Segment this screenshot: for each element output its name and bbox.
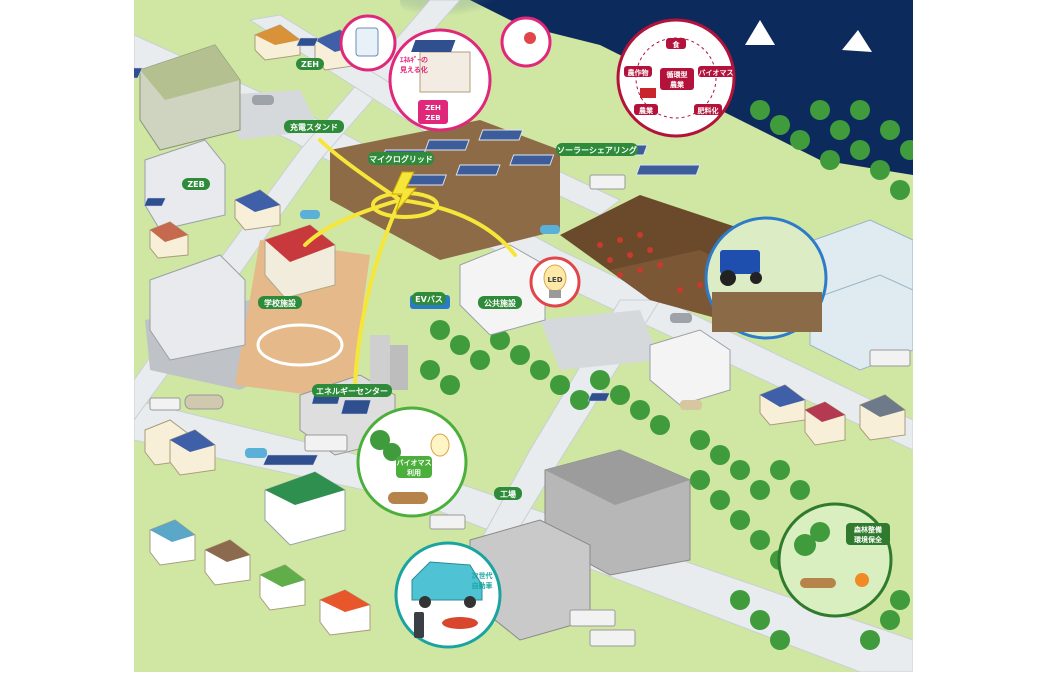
svg-text:森林整備: 森林整備 [854, 525, 882, 534]
svg-text:LED: LED [547, 276, 562, 284]
svg-text:環境保全: 環境保全 [854, 535, 883, 544]
svg-text:次世代: 次世代 [472, 571, 493, 580]
svg-text:見える化: 見える化 [399, 65, 428, 74]
label-ev-bus: EVバス [412, 292, 446, 305]
circle-next-gen-car: 次世代 自動車 [394, 541, 502, 649]
public-parking [540, 310, 660, 370]
svg-text:バイオマス: バイオマス [397, 459, 432, 467]
svg-text:農業: 農業 [639, 106, 654, 115]
svg-text:ZEB: ZEB [425, 114, 440, 122]
label-public-facility: 公共施設 [478, 296, 522, 309]
car-icon [411, 561, 483, 601]
svg-text:バイオマス: バイオマス [699, 69, 734, 77]
svg-text:食: 食 [672, 40, 681, 49]
label-school: 学校施設 [258, 296, 302, 309]
svg-text:利用: 利用 [407, 468, 421, 477]
label-zeh: ZEH [296, 58, 324, 70]
label-charging-stand: 充電スタンド [284, 120, 344, 133]
label-energy-center: エネルギーセンター [312, 384, 392, 397]
circle-forest: 森林整備 環境保全 [777, 502, 893, 618]
svg-text:農作物: 農作物 [628, 68, 649, 77]
svg-text:エネルギーセンター: エネルギーセンター [316, 386, 388, 396]
svg-text:ｴﾈﾙｷﾞｰの: ｴﾈﾙｷﾞｰの [400, 55, 428, 64]
svg-text:ZEH: ZEH [301, 60, 319, 69]
svg-text:自動車: 自動車 [472, 581, 493, 590]
svg-text:公共施設: 公共施設 [484, 298, 517, 308]
label-zeb: ZEB [182, 178, 210, 190]
houses [144, 24, 906, 636]
label-factory: 工場 [494, 487, 522, 500]
circle-circular-agriculture: 食 農作物 循環型 農業 バイオマス 農業 肥料化 [616, 18, 736, 138]
svg-text:学校施設: 学校施設 [264, 298, 297, 308]
circle-biomass: バイオマス 利用 [356, 406, 468, 518]
boats [745, 20, 872, 52]
circle-greenhouse-farming [704, 216, 828, 340]
svg-text:ZEH: ZEH [425, 104, 441, 112]
svg-text:工場: 工場 [500, 489, 516, 499]
svg-text:ソーラーシェアリング: ソーラーシェアリング [557, 145, 637, 155]
vehicles [149, 95, 911, 647]
circle-led: LED [529, 256, 581, 308]
forest [420, 100, 913, 650]
tree-icon [794, 534, 816, 556]
svg-text:マイクログリッド: マイクログリッド [369, 154, 433, 164]
label-microgrid: マイクログリッド [368, 152, 434, 165]
label-solar-sharing: ソーラーシェアリング [556, 143, 638, 156]
svg-text:EVバス: EVバス [415, 295, 443, 304]
circle-energy-visualization: ｴﾈﾙｷﾞｰの 見える化 ZEH ZEB [339, 14, 552, 132]
svg-text:農業: 農業 [670, 80, 685, 89]
svg-text:肥料化: 肥料化 [697, 106, 719, 115]
sun-icon [524, 32, 536, 44]
lightning-icon [391, 171, 418, 213]
svg-text:充電スタンド: 充電スタンド [290, 122, 338, 132]
svg-text:循環型: 循環型 [667, 70, 688, 79]
tractor-icon [640, 88, 656, 98]
svg-text:ZEB: ZEB [187, 180, 204, 189]
map-labels: ZEH 充電スタンド ZEB マイクログリッド ソーラーシェアリング 学校施設 … [182, 58, 638, 500]
